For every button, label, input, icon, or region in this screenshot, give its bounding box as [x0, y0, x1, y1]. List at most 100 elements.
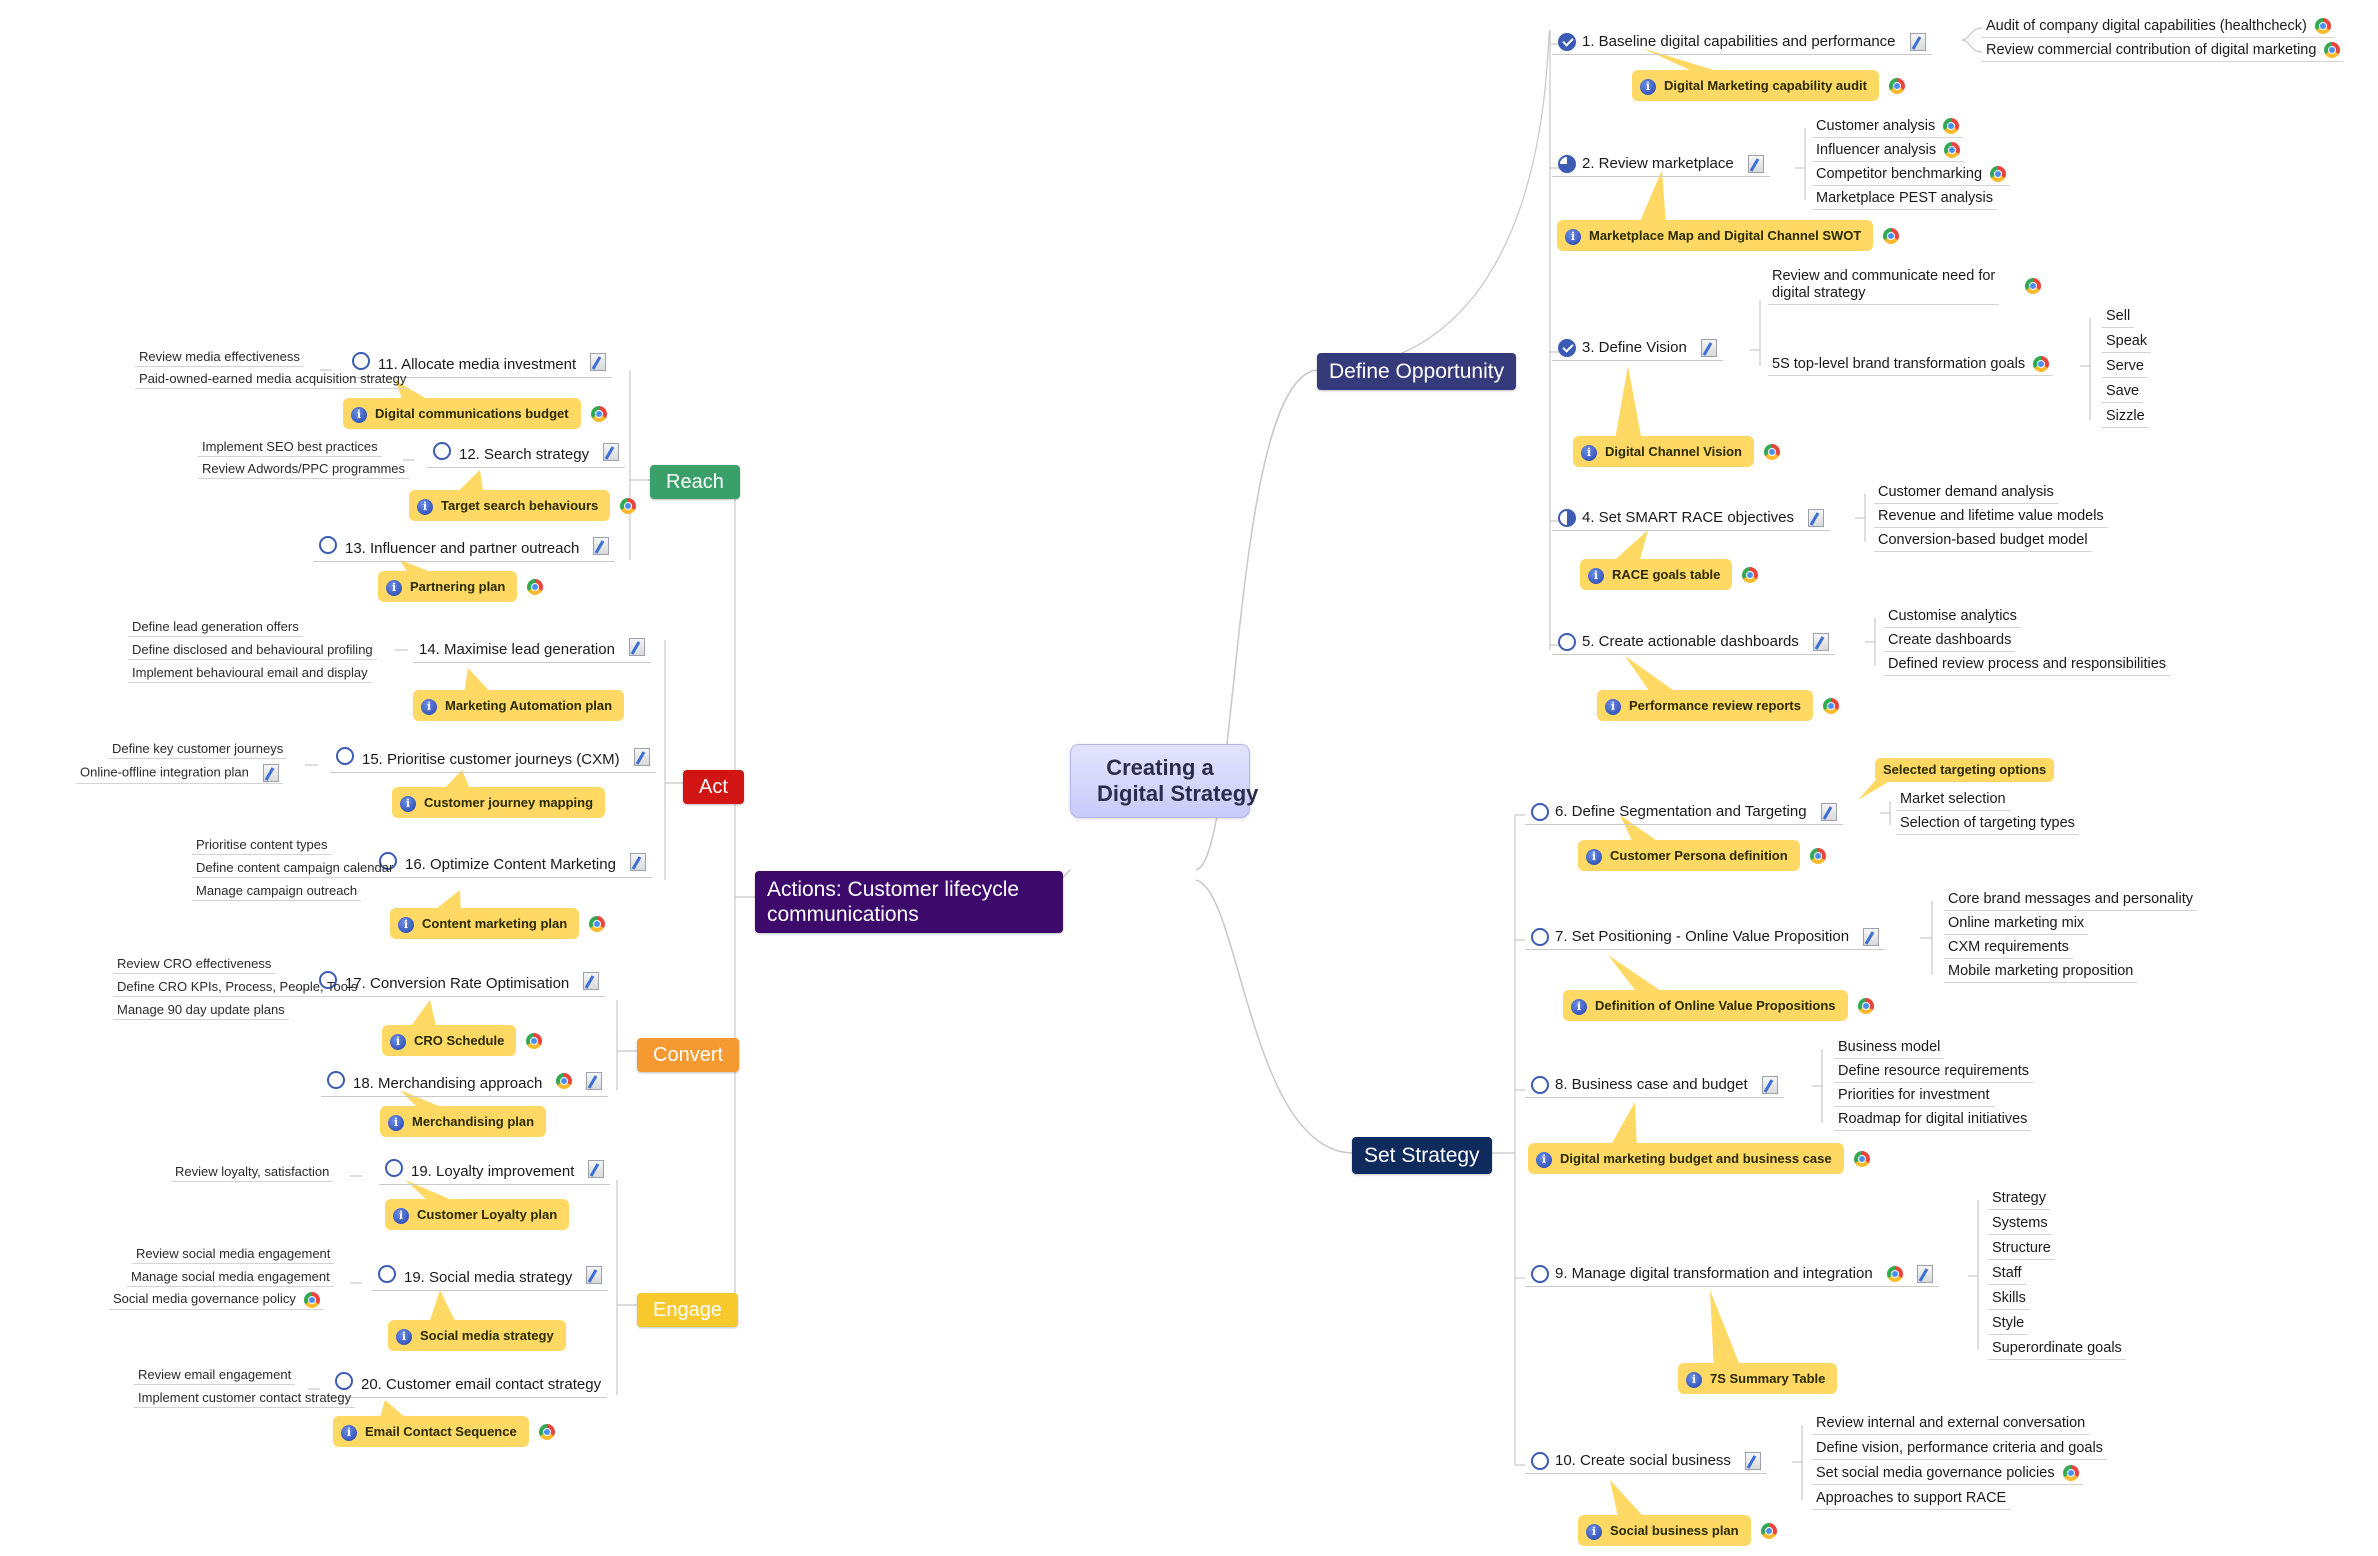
leaf-t16-1[interactable]: Define content campaign calendar	[192, 859, 398, 878]
task-progress-icon[interactable]	[1531, 1452, 1549, 1471]
leaf-t2-2[interactable]: Competitor benchmarking	[1812, 164, 2011, 186]
leaf-t15-1[interactable]: Online-offline integration plan	[76, 763, 283, 784]
topic-20-email[interactable]: 20. Customer email contact strategy	[329, 1372, 608, 1398]
chrome-icon[interactable]	[1761, 1522, 1777, 1539]
note-icon[interactable]	[628, 638, 645, 657]
leaf-t4-0[interactable]: Customer demand analysis	[1874, 482, 2058, 504]
leaf-t2-3[interactable]: Marketplace PEST analysis	[1812, 188, 1998, 210]
task-progress-icon[interactable]	[1531, 803, 1549, 822]
leaf-t16-2[interactable]: Manage campaign outreach	[192, 882, 362, 901]
topic-3-vision[interactable]: 3. Define Vision	[1552, 336, 1723, 362]
stage-engage[interactable]: Engage	[637, 1293, 738, 1327]
task-progress-icon[interactable]	[319, 971, 337, 990]
leaf-t10-0[interactable]: Review internal and external conversatio…	[1812, 1413, 2090, 1435]
chrome-icon[interactable]	[1886, 1266, 1903, 1283]
leaf-t2-0[interactable]: Customer analysis	[1812, 116, 1964, 138]
leaf-t14-2[interactable]: Implement behavioural email and display	[128, 664, 372, 683]
chrome-icon[interactable]	[2062, 1465, 2079, 1482]
leaf-t9-5[interactable]: Style	[1988, 1313, 2029, 1335]
note-icon[interactable]	[1916, 1265, 1933, 1284]
task-progress-icon[interactable]	[1558, 633, 1576, 652]
note-icon[interactable]	[583, 972, 600, 991]
chrome-icon[interactable]	[527, 578, 543, 595]
leaf-t10-3[interactable]: Approaches to support RACE	[1812, 1488, 2011, 1510]
topic-10-social-business[interactable]: 10. Create social business	[1525, 1449, 1767, 1475]
leaf-t17-1[interactable]: Define CRO KPIs, Process, People, Tools	[113, 978, 362, 997]
leaf-t8-3[interactable]: Roadmap for digital initiatives	[1834, 1109, 2032, 1131]
task-progress-icon[interactable]	[1558, 33, 1576, 52]
topic-2-marketplace[interactable]: 2. Review marketplace	[1552, 152, 1770, 178]
chrome-icon[interactable]	[2025, 278, 2041, 294]
leaf-t4-1[interactable]: Revenue and lifetime value models	[1874, 506, 2108, 528]
chrome-icon[interactable]	[2033, 356, 2050, 373]
task-progress-icon[interactable]	[1558, 509, 1576, 528]
leaf-t9-2[interactable]: Structure	[1988, 1238, 2055, 1260]
leaf-t12-0[interactable]: Implement SEO best practices	[198, 438, 382, 457]
topic-13-influencer[interactable]: 13. Influencer and partner outreach	[313, 536, 616, 562]
leaf-t7-2[interactable]: CXM requirements	[1944, 937, 2073, 959]
note-icon[interactable]	[1761, 1076, 1778, 1095]
leaf-t11-0[interactable]: Review media effectiveness	[135, 348, 304, 367]
topic-18-merch[interactable]: 18. Merchandising approach	[321, 1071, 609, 1097]
callout-targeting-options[interactable]: Selected targeting options	[1875, 758, 2055, 782]
note-icon[interactable]	[262, 764, 279, 782]
leaf-t10-2[interactable]: Set social media governance policies	[1812, 1463, 2083, 1485]
topic-6-segmentation[interactable]: 6. Define Segmentation and Targeting	[1525, 800, 1843, 826]
note-icon[interactable]	[1820, 803, 1837, 822]
task-progress-icon[interactable]	[335, 1372, 353, 1391]
chrome-icon[interactable]	[1764, 443, 1780, 460]
leaf-t6-1[interactable]: Selection of targeting types	[1896, 813, 2079, 835]
chrome-icon[interactable]	[539, 1423, 555, 1440]
topic-15-journeys[interactable]: 15. Prioritise customer journeys (CXM)	[330, 747, 656, 773]
leaf-5s-4[interactable]: Sizzle	[2102, 406, 2149, 428]
task-progress-icon[interactable]	[1531, 1076, 1549, 1095]
branch-actions[interactable]: Actions: Customer lifecycle communicatio…	[755, 871, 1063, 933]
note-icon[interactable]	[1808, 509, 1825, 528]
chrome-icon[interactable]	[620, 497, 636, 514]
topic-12-search[interactable]: 12. Search strategy	[427, 442, 626, 468]
chrome-icon[interactable]	[1810, 847, 1826, 864]
chrome-icon[interactable]	[589, 915, 605, 932]
chrome-icon[interactable]	[2324, 42, 2341, 59]
stage-act[interactable]: Act	[683, 770, 744, 804]
leaf-t20-0[interactable]: Review email engagement	[134, 1366, 296, 1385]
leaf-5s-1[interactable]: Speak	[2102, 331, 2152, 353]
leaf-t7-1[interactable]: Online marketing mix	[1944, 913, 2089, 935]
note-icon[interactable]	[1812, 633, 1829, 652]
leaf-t10-1[interactable]: Define vision, performance criteria and …	[1812, 1438, 2107, 1460]
leaf-5s-3[interactable]: Save	[2102, 381, 2144, 403]
task-progress-icon[interactable]	[433, 442, 451, 461]
leaf-t14-0[interactable]: Define lead generation offers	[128, 618, 303, 637]
leaf-t17-0[interactable]: Review CRO effectiveness	[113, 955, 276, 974]
chrome-icon[interactable]	[591, 405, 607, 422]
topic-8-business-case[interactable]: 8. Business case and budget	[1525, 1073, 1784, 1099]
leaf-t8-1[interactable]: Define resource requirements	[1834, 1061, 2034, 1083]
topic-5-dashboards[interactable]: 5. Create actionable dashboards	[1552, 630, 1835, 656]
leaf-t8-2[interactable]: Priorities for investment	[1834, 1085, 1994, 1107]
branch-define-opportunity[interactable]: Define Opportunity	[1317, 353, 1517, 390]
leaf-t1-0[interactable]: Audit of company digital capabilities (h…	[1982, 16, 2335, 38]
chrome-icon[interactable]	[556, 1073, 573, 1090]
note-icon[interactable]	[1863, 928, 1880, 947]
topic-19-social[interactable]: 19. Social media strategy	[372, 1265, 609, 1291]
topic-7-positioning[interactable]: 7. Set Positioning - Online Value Propos…	[1525, 925, 1886, 951]
leaf-5s-0[interactable]: Sell	[2102, 306, 2135, 328]
task-progress-icon[interactable]	[1558, 155, 1576, 174]
stage-convert[interactable]: Convert	[637, 1038, 740, 1072]
chrome-icon[interactable]	[1823, 697, 1839, 714]
topic-14-leadgen[interactable]: 14. Maximise lead generation	[413, 638, 651, 663]
task-progress-icon[interactable]	[327, 1071, 345, 1090]
leaf-t19b-0[interactable]: Review social media engagement	[132, 1245, 335, 1264]
topic-19-loyalty[interactable]: 19. Loyalty improvement	[379, 1159, 611, 1185]
